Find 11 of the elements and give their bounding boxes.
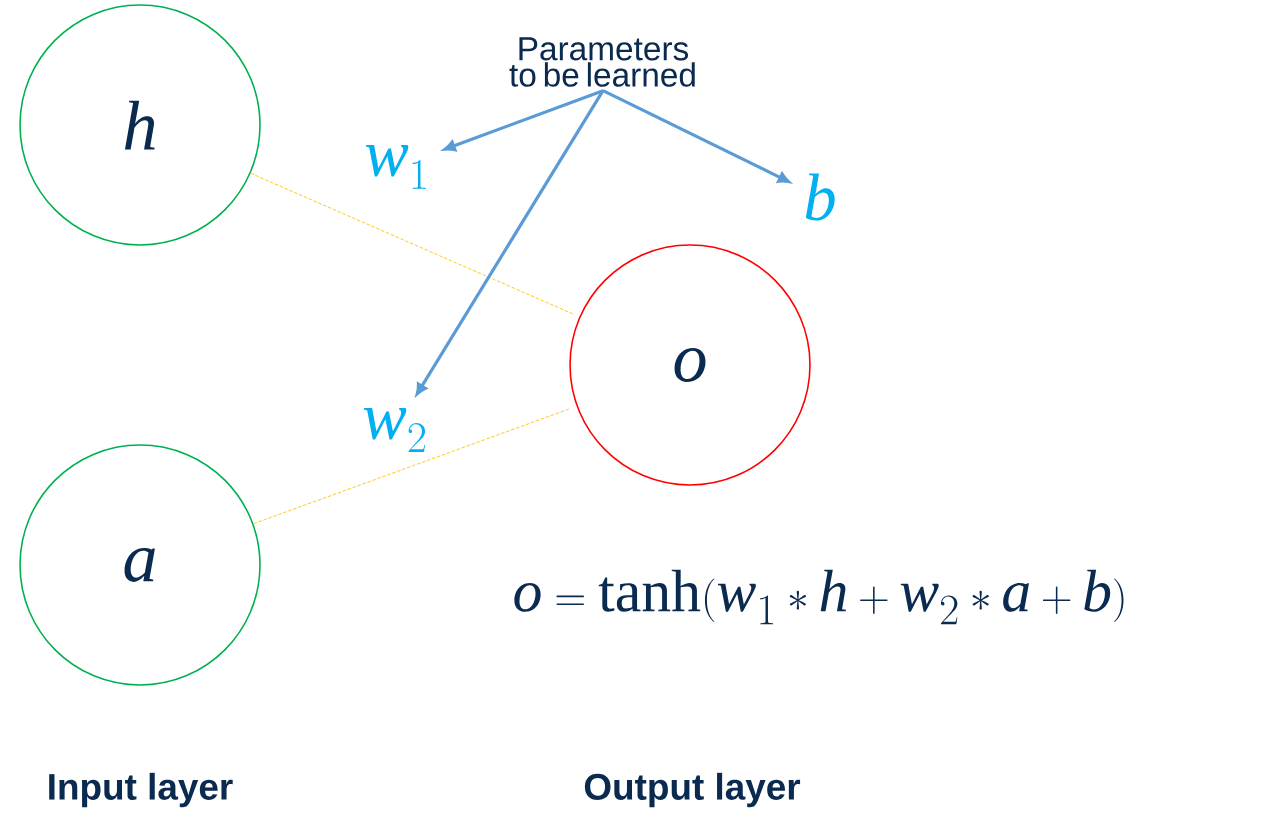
- equation: $o = \tanh(w_1 * h + w_2 * a + b)$: [514, 569, 1124, 625]
- layer-label: Input layer: [49, 772, 233, 808]
- connection-line: [250, 172, 574, 315]
- parameter-symbol: $w_2$: [363, 408, 425, 452]
- parameter-symbol: $b$: [805, 173, 835, 221]
- arrow: [415, 89, 605, 396]
- note-text: Parameters to be learned: [509, 37, 695, 87]
- arrow: [443, 89, 604, 152]
- layer-label: Output layer: [584, 772, 801, 808]
- parameter-symbol: $w_1$: [365, 145, 426, 189]
- connection-line: [253, 408, 571, 525]
